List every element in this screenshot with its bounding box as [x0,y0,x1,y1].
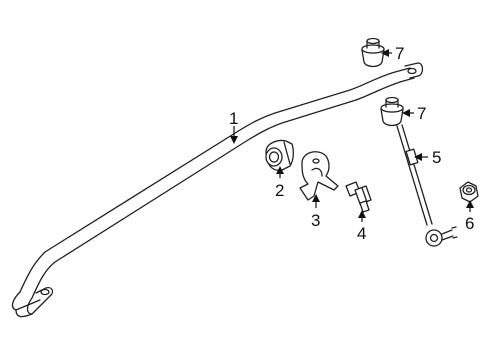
bushing-bracket [299,151,339,201]
bolt [345,181,372,213]
callout-7-lower: 7 [417,104,426,123]
stabilizer-bar [11,62,424,318]
callout-2: 2 [275,181,284,200]
nut [459,181,479,203]
bar-bushing [265,139,294,171]
callout-6: 6 [465,214,474,233]
callout-5: 5 [432,148,441,167]
bushing-lower [380,96,404,127]
bushing-upper [361,37,385,68]
stabilizer-link [396,124,458,247]
callout-7-upper: 7 [395,44,404,63]
callout-1: 1 [229,109,238,128]
callout-4: 4 [357,224,366,243]
callout-leaders [230,49,474,222]
callout-3: 3 [311,211,320,230]
